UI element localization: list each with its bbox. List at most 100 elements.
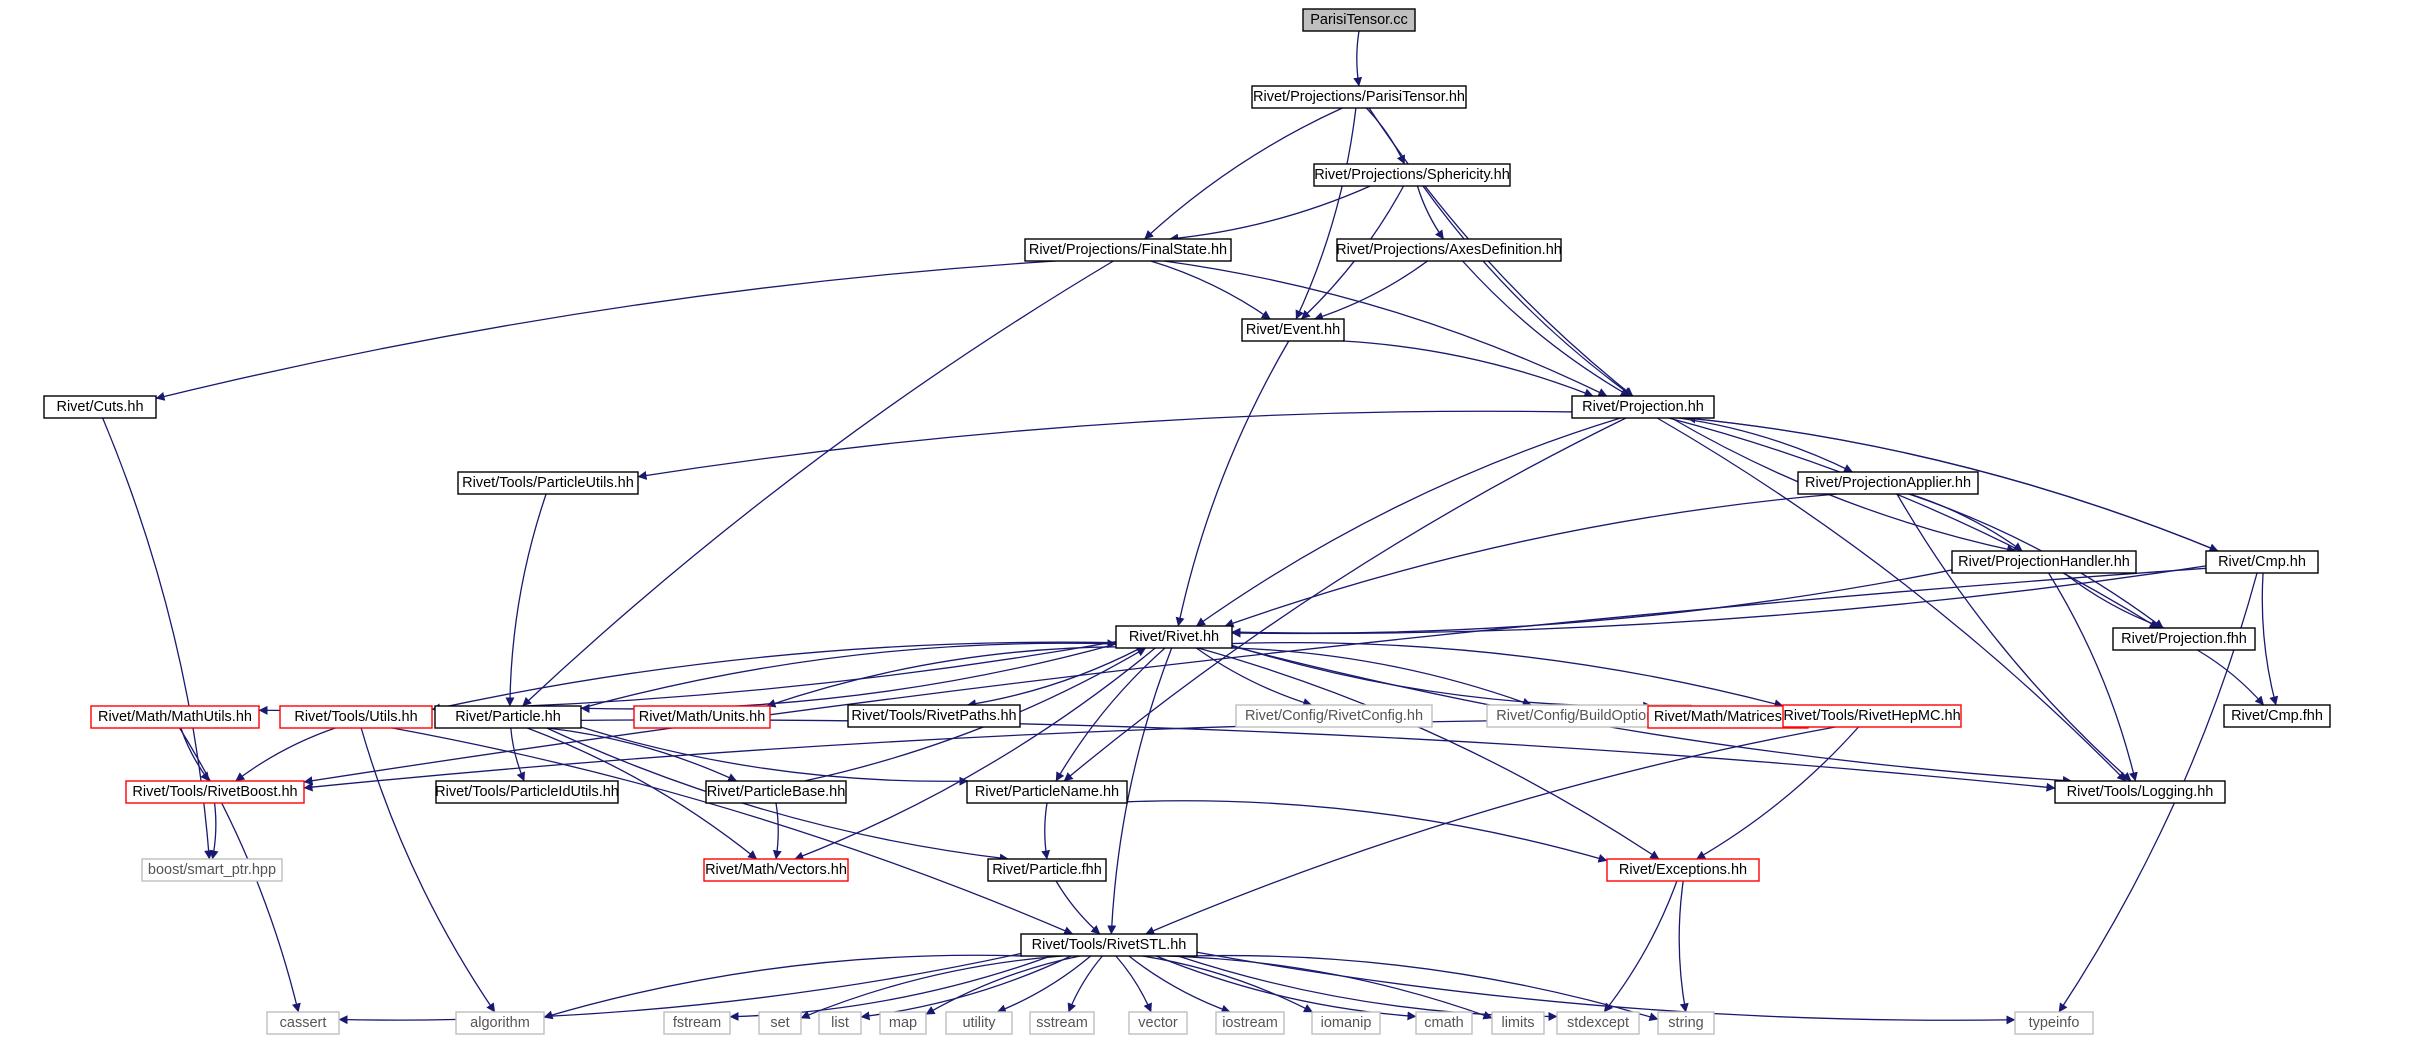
node-rivet-projection-hh[interactable]: Rivet/Projection.hh [1571,395,1715,419]
node-rivet-particlename-hh[interactable]: Rivet/ParticleName.hh [966,780,1128,804]
node-rivet-particle-fhh[interactable]: Rivet/Particle.fhh [987,858,1107,882]
node-rivet-math-mathutils-hh[interactable]: Rivet/Math/MathUtils.hh [90,705,260,729]
node-box [2054,780,2226,804]
node-box [141,858,283,882]
node-rivet-cmp-fhh[interactable]: Rivet/Cmp.fhh [2223,704,2331,728]
node-label: stdexcept [1567,1015,1629,1031]
edge-rivet-rivet-hh-to-rivet-tools-utils-hh [431,641,1117,713]
node-rivet-event-hh[interactable]: Rivet/Event.hh [1241,318,1345,342]
edge-rivet-tools-rivetstl-hh-to-cmath [1155,955,1417,1021]
node-utility[interactable]: utility [945,1011,1013,1035]
node-list[interactable]: list [818,1011,862,1035]
edge-rivet-tools-rivetstl-hh-to-algorithm [543,954,1024,1020]
edge-rivet-cmp-hh-to-rivet-projection-hh [1686,414,2219,552]
node-rivet-tools-utils-hh[interactable]: Rivet/Tools/Utils.hh [279,705,433,729]
node-rivet-particle-hh[interactable]: Rivet/Particle.hh [434,705,582,729]
node-rivet-config-rivetconfig-hh[interactable]: Rivet/Config/RivetConfig.hh [1235,704,1433,728]
node-map[interactable]: map [879,1011,927,1035]
node-rivet-particlebase-hh[interactable]: Rivet/ParticleBase.hh [705,780,847,804]
node-limits[interactable]: limits [1491,1011,1545,1035]
node-label: map [889,1015,917,1031]
node-rivet-tools-rivetpaths-hh[interactable]: Rivet/Tools/RivetPaths.hh [847,704,1021,728]
node-label: cmath [1424,1015,1464,1031]
node-box [1556,1011,1640,1035]
node-box [1020,933,1198,957]
node-rivet-projection-fhh[interactable]: Rivet/Projection.fhh [2112,627,2256,651]
node-rivet-tools-rivetstl-hh[interactable]: Rivet/Tools/RivetSTL.hh [1020,933,1198,957]
node-rivet-projections-finalstate-hh[interactable]: Rivet/Projections/FinalState.hh [1024,238,1232,262]
node-rivet-projections-axesdefinition-hh[interactable]: Rivet/Projections/AxesDefinition.hh [1336,238,1562,262]
node-string[interactable]: string [1657,1011,1715,1035]
node-rivet-tools-particleidutils-hh[interactable]: Rivet/Tools/ParticleIdUtils.hh [435,780,619,804]
edge-rivet-projections-finalstate-hh-to-rivet-cuts-hh [155,260,1057,401]
node-rivet-exceptions-hh[interactable]: Rivet/Exceptions.hh [1606,858,1760,882]
node-label: Rivet/Projections/Sphericity.hh [1314,167,1510,183]
node-label: Rivet/Exceptions.hh [1619,862,1747,878]
node-layer: ParisiTensor.ccRivet/Projections/ParisiT… [43,8,2331,1035]
edge-rivet-projections-finalstate-hh-to-rivet-projection-hh [1163,260,1608,397]
node-label: fstream [673,1015,721,1031]
node-rivet-cmp-hh[interactable]: Rivet/Cmp.hh [2205,550,2319,574]
edge-rivet-rivet-hh-to-rivet-tools-rivethepmc-hh [1231,642,1784,709]
node-rivet-projectionapplier-hh[interactable]: Rivet/ProjectionApplier.hh [1797,471,1979,495]
node-algorithm[interactable]: algorithm [455,1011,545,1035]
node-rivet-cuts-hh[interactable]: Rivet/Cuts.hh [43,395,157,419]
edge-rivet-rivet-hh-to-rivet-tools-rivetpaths-hh [966,647,1141,709]
node-rivet-rivet-hh[interactable]: Rivet/Rivet.hh [1115,625,1233,649]
node-box [1782,704,1962,728]
edge-rivet-rivet-hh-to-rivet-math-units-hh [766,646,1117,708]
node-rivet-projections-sphericity-hh[interactable]: Rivet/Projections/Sphericity.hh [1313,163,1511,187]
edge-rivet-rivet-hh-to-rivet-math-mathutils-hh [258,641,1117,715]
node-label: Rivet/Tools/RivetBoost.hh [132,784,297,800]
node-box [966,780,1128,804]
node-label: string [1668,1015,1703,1031]
node-box [703,858,849,882]
node-rivet-tools-rivethepmc-hh[interactable]: Rivet/Tools/RivetHepMC.hh [1782,704,1962,728]
node-cmath[interactable]: cmath [1415,1011,1473,1035]
edge-rivet-projection-hh-to-rivet-tools-particleutils-hh [637,410,1573,480]
node-label: Rivet/Math/Matrices.hh [1654,709,1802,725]
node-iomanip[interactable]: iomanip [1311,1011,1381,1035]
node-rivet-config-buildoptions-hh[interactable]: Rivet/Config/BuildOptions.hh [1486,704,1692,728]
node-label: Rivet/Tools/Logging.hh [2067,784,2214,800]
node-rivet-tools-particleutils-hh[interactable]: Rivet/Tools/ParticleUtils.hh [457,471,639,495]
node-rivet-projectionhandler-hh[interactable]: Rivet/ProjectionHandler.hh [1951,550,2137,574]
edge-rivet-rivet-hh-to-rivet-particlename-hh [1055,647,1166,782]
node-box [663,1011,731,1035]
node-label: cassert [280,1015,327,1031]
node-rivet-math-vectors-hh[interactable]: Rivet/Math/Vectors.hh [703,858,849,882]
node-iostream[interactable]: iostream [1215,1011,1285,1035]
node-cassert[interactable]: cassert [266,1011,340,1035]
node-rivet-projections-parisitensor-hh[interactable]: Rivet/Projections/ParisiTensor.hh [1251,85,1467,109]
node-typeinfo[interactable]: typeinfo [2014,1011,2094,1035]
node-label: Rivet/ProjectionHandler.hh [1958,554,2130,570]
node-vector[interactable]: vector [1128,1011,1188,1035]
edge-rivet-tools-rivethepmc-hh-to-rivet-tools-rivetstl-hh [1145,726,1836,935]
node-rivet-math-matrices-hh[interactable]: Rivet/Math/Matrices.hh [1647,705,1809,729]
node-stdexcept[interactable]: stdexcept [1556,1011,1640,1035]
node-rivet-tools-rivetboost-hh[interactable]: Rivet/Tools/RivetBoost.hh [125,780,305,804]
node-boost-smart-ptr-hpp[interactable]: boost/smart_ptr.hpp [141,858,283,882]
edge-rivet-projection-hh-to-rivet-rivet-hh [1196,417,1621,627]
node-rivet-tools-logging-hh[interactable]: Rivet/Tools/Logging.hh [2054,780,2226,804]
node-box [847,704,1021,728]
node-box [758,1011,802,1035]
node-fstream[interactable]: fstream [663,1011,731,1035]
edge-rivet-projection-fhh-to-rivet-cmp-fhh [2196,649,2265,706]
node-set[interactable]: set [758,1011,802,1035]
node-label: Rivet/Tools/RivetPaths.hh [851,708,1016,724]
node-label: list [831,1015,849,1031]
edge-rivet-projectionhandler-hh-to-rivet-projection-fhh [2063,572,2165,630]
node-box [457,471,639,495]
node-rivet-math-units-hh[interactable]: Rivet/Math/Units.hh [633,705,771,729]
node-sstream[interactable]: sstream [1029,1011,1095,1035]
edge-rivet-particle-fhh-to-rivet-tools-rivetstl-hh [1055,880,1101,935]
node-label: Rivet/Math/MathUtils.hh [98,709,252,725]
node-label: boost/smart_ptr.hpp [148,862,276,878]
node-label: Rivet/Rivet.hh [1129,629,1219,645]
edge-rivet-tools-utils-hh-to-rivet-tools-rivetboost-hh [235,727,336,782]
node-box [125,780,305,804]
node-label: Rivet/Projection.fhh [2121,631,2247,647]
node-box [633,705,771,729]
edge-rivet-projections-sphericity-hh-to-rivet-projection-hh [1422,185,1633,397]
